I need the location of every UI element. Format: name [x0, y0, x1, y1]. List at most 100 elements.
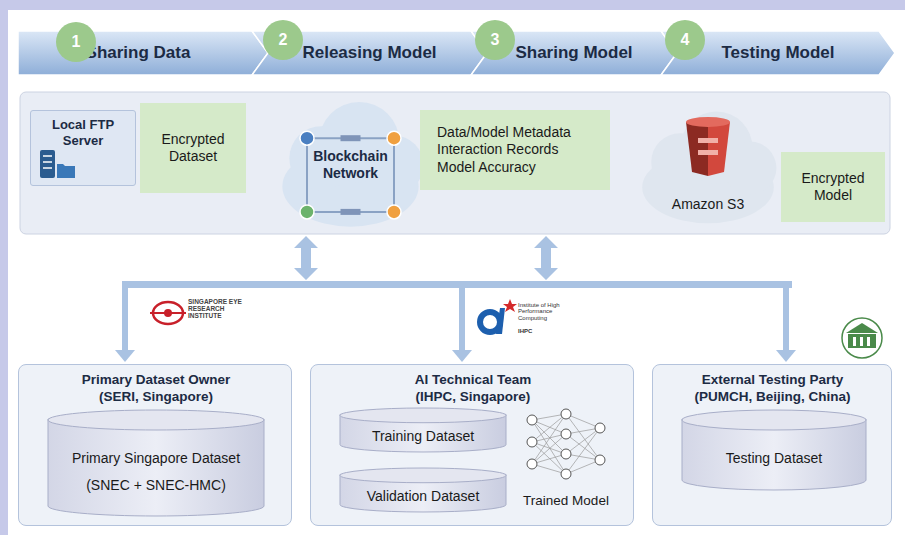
seri-logo — [150, 302, 186, 324]
nn-icon — [561, 469, 571, 479]
step-chevron-shape — [18, 31, 268, 75]
node-text: Testing Dataset — [726, 450, 823, 468]
server-icon — [57, 164, 75, 178]
nn-icon — [527, 415, 537, 425]
nn-icon — [532, 442, 566, 474]
party-box: Primary Dataset Owner (SERI, Singapore)P… — [18, 364, 292, 526]
server-icon — [43, 167, 52, 169]
bus-leg — [459, 286, 465, 350]
step-number: 3 — [475, 20, 515, 60]
seri-logo — [164, 309, 172, 317]
nn-icon — [566, 434, 600, 460]
text-wrap: Blockchain Network — [278, 98, 423, 232]
step-chevron: Sharing Data — [18, 31, 268, 75]
step-number-shape — [263, 20, 303, 60]
pumch-logo — [860, 337, 863, 346]
node-text: Primary Singapore Dataset — [72, 450, 240, 468]
bucket-icon — [686, 117, 730, 176]
pumch-logo — [848, 334, 876, 348]
dataset-cylinder: Training Dataset — [339, 407, 507, 453]
bus-bar — [122, 281, 792, 288]
node-text: Training Dataset — [372, 428, 474, 446]
server-box: Local FTP Server — [30, 110, 136, 186]
node-text: Encrypted Model — [790, 170, 876, 205]
page-ground — [8, 10, 905, 535]
step-chevron-shape — [471, 31, 677, 75]
logo-text: Institute of High Performance Computing — [518, 302, 570, 321]
text-wrap: Sharing Data — [18, 31, 268, 75]
nn-icon — [561, 429, 571, 439]
node-text: 1 — [72, 32, 81, 52]
server-icon — [40, 150, 55, 178]
dataset-cylinder-shape — [48, 410, 264, 430]
text-wrap: 1 — [56, 22, 96, 62]
bucket-icon — [686, 117, 730, 127]
bus-leg — [122, 286, 128, 350]
node-text: Sharing Model — [515, 42, 632, 63]
chain-icon — [300, 205, 314, 219]
step-chevron-shape — [661, 31, 895, 75]
pumch-logo — [846, 323, 878, 333]
node-text: Trained Model — [511, 493, 621, 510]
nn-icon — [532, 434, 566, 464]
bus-arrows — [115, 236, 796, 362]
arrow-head — [776, 350, 796, 362]
party-box: AI Technical Team (IHPC, Singapore)Train… — [310, 364, 634, 526]
arrow-head — [452, 350, 472, 362]
nn-icon — [595, 455, 605, 465]
text-wrap: Validation Dataset — [339, 467, 507, 513]
node-text: Releasing Model — [302, 42, 436, 63]
nn-icon — [595, 423, 605, 433]
node-text: 4 — [681, 30, 690, 50]
dataset-cylinder-shape — [340, 468, 506, 483]
node-text: 2 — [279, 30, 288, 50]
ihpc-logo — [480, 299, 517, 334]
step-chevron-shape — [252, 31, 487, 75]
step-number: 1 — [56, 22, 96, 62]
node-text: Local FTP Server — [35, 117, 131, 150]
step-number-shape — [475, 20, 515, 60]
dataset-cylinder: Testing Dataset — [681, 409, 867, 491]
chain-icon — [300, 131, 401, 219]
node-text: Model Accuracy — [437, 159, 536, 177]
dataset-cylinder-shape — [682, 410, 866, 430]
node-text: Encrypted Dataset — [149, 131, 237, 166]
dataset-cylinder: Validation Dataset — [339, 467, 507, 513]
bucket-icon — [686, 122, 708, 176]
text-wrap: Training Dataset — [339, 407, 507, 453]
node-text: Sharing Data — [86, 42, 191, 63]
server-icon — [43, 155, 52, 157]
double-arrow — [294, 236, 318, 280]
nn-icon — [527, 409, 605, 479]
text-wrap: Encrypted Model — [782, 153, 884, 221]
node-text: External Testing Party (PUMCH, Beijing, … — [680, 372, 865, 406]
dataset-cylinder-shape — [340, 408, 506, 423]
model-box: Encrypted Model — [781, 152, 885, 222]
arrow-head — [115, 350, 135, 362]
data-box: Encrypted Dataset — [140, 103, 246, 193]
text-wrap: 4 — [665, 20, 705, 60]
dataset-cylinder: Primary Singapore Dataset(SNEC + SNEC-HM… — [47, 409, 265, 517]
pumch-logo — [842, 318, 882, 358]
storage-cloud-shape — [724, 142, 777, 195]
step-number-shape — [665, 20, 705, 60]
model-box-shape — [781, 152, 883, 220]
text-wrap: Data/Model MetadataInteraction RecordsMo… — [421, 111, 609, 189]
step-number: 2 — [263, 20, 303, 60]
data-box-shape — [140, 103, 244, 191]
node-text: Blockchain Network — [305, 148, 396, 183]
node-text: Interaction Records — [437, 141, 558, 159]
storage-panel — [20, 92, 890, 234]
dataset-cylinder-shape — [48, 419, 264, 516]
nn-icon — [527, 459, 537, 469]
chain-icon — [341, 209, 361, 215]
pumch-logo — [842, 318, 882, 358]
step-number: 4 — [665, 20, 705, 60]
chain-icon — [341, 135, 361, 141]
logo-text: SINGAPORE EYE RESEARCH INSTITUTE — [188, 299, 242, 319]
bucket-icon — [698, 150, 718, 155]
node-text: 3 — [491, 30, 500, 50]
nn-icon — [527, 437, 537, 447]
chain-icon — [387, 205, 401, 219]
